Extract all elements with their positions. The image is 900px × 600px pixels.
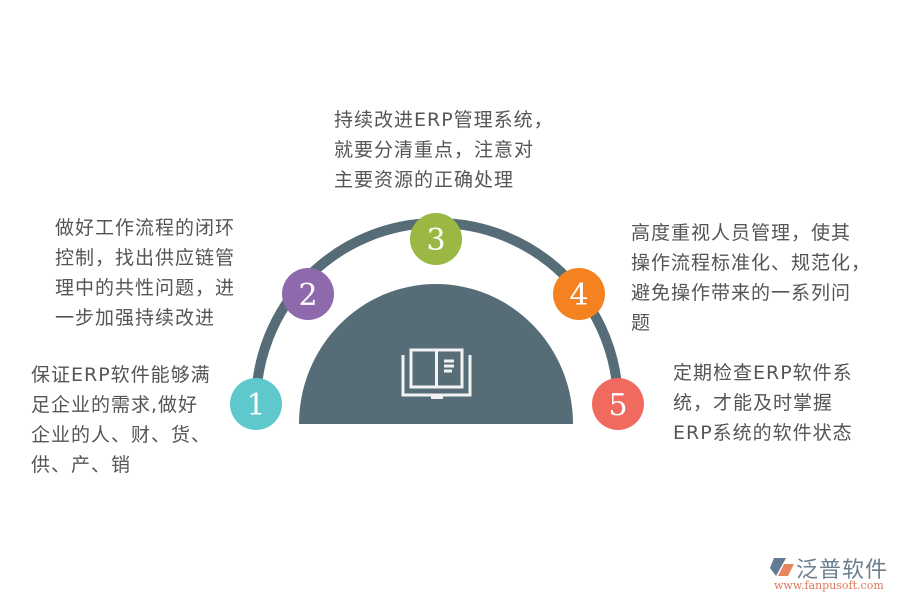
step-circle-2: 2 xyxy=(282,268,334,320)
step-circle-4: 4 xyxy=(553,268,605,320)
svg-text:5: 5 xyxy=(608,388,627,423)
step-circle-3: 3 xyxy=(410,213,462,265)
fanpu-logo-icon xyxy=(770,558,794,576)
step-1-text: 保证ERP软件能够满 足企业的需求,做好 企业的人、财、货、 供、产、销 xyxy=(31,364,212,476)
logo-name: 泛普软件 xyxy=(796,558,889,583)
svg-text:2: 2 xyxy=(298,278,317,313)
svg-text:1: 1 xyxy=(246,388,265,423)
step-3-text: 持续改进ERP管理系统， 就要分清重点，注意对 主要资源的正确处理 xyxy=(334,109,554,191)
svg-text:4: 4 xyxy=(569,278,588,313)
step-circle-1: 1 xyxy=(230,378,282,430)
step-4-text: 高度重视人员管理，使其 操作流程标准化、规范化， 避免操作带来的一系列问 题 xyxy=(631,222,872,334)
fanpu-logo: 泛普软件 www.fanpusoft.com xyxy=(770,552,895,598)
logo-url: www.fanpusoft.com xyxy=(774,579,884,592)
step-circle-5: 5 xyxy=(592,378,644,430)
book-stand xyxy=(431,395,443,399)
step-5-text: 定期检查ERP软件系 统，才能及时掌握 ERP系统的软件状态 xyxy=(673,362,853,444)
step-2-text: 做好工作流程的闭环 控制，找出供应链管 理中的共性问题，进 一步加强持续改进 xyxy=(55,217,236,329)
svg-text:3: 3 xyxy=(426,223,445,258)
